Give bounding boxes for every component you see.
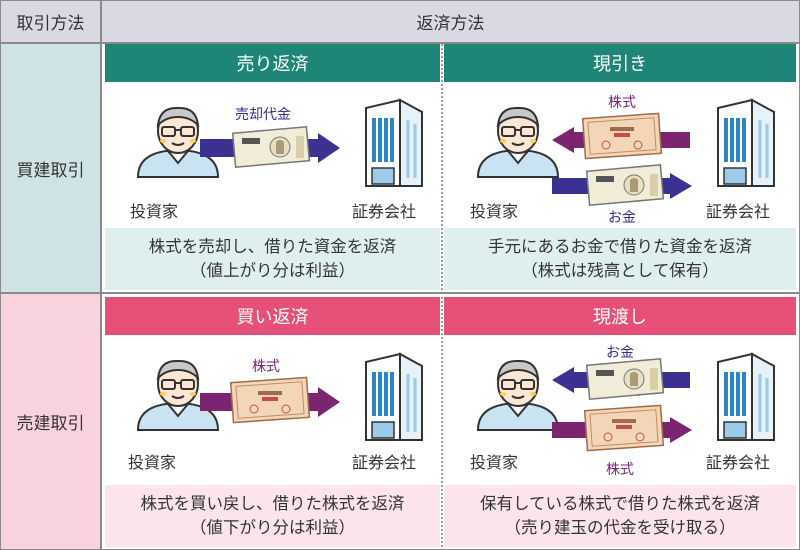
investor-label: 投資家 xyxy=(470,202,519,221)
header-method: 取引方法 xyxy=(1,1,100,42)
panel-delivery-give-title-text: 現渡し xyxy=(593,307,647,328)
panel-sell-repay-desc-line1: 株式を売却し、借りた資金を返済 xyxy=(148,237,397,256)
panel-delivery-give-title: 現渡し xyxy=(444,297,796,335)
panel-delivery-take-desc-line1: 手元にあるお金で借りた資金を返済 xyxy=(488,237,752,256)
panel-divider-top xyxy=(441,44,443,290)
panel-sell-repay-desc: 株式を売却し、借りた資金を返済 （値上がり分は利益） xyxy=(105,228,440,290)
stock-label: 株式 xyxy=(606,462,634,478)
company-label: 証券会社 xyxy=(706,453,771,472)
stock-certificate-icon xyxy=(583,404,665,452)
stock-certificate-icon xyxy=(229,376,311,424)
investor-label: 投資家 xyxy=(130,202,179,221)
stock-label: 株式 xyxy=(608,95,636,111)
header-repayment: 返済方法 xyxy=(102,1,799,42)
panel-delivery-take-desc: 手元にあるお金で借りた資金を返済 （株式は残高として保有） xyxy=(444,228,796,290)
money-label: お金 xyxy=(606,345,634,361)
panel-delivery-take: 現引き 手元にあるお金で借りた資金を返済 （株式は残高として保有） xyxy=(444,44,796,290)
panel-divider-bottom xyxy=(441,297,443,547)
panel-buy-repay-desc: 株式を買い戻し、借りた株式を返済 （値下がり分は利益） xyxy=(105,485,440,547)
panel-delivery-take-title-text: 現引き xyxy=(593,54,647,75)
panel-delivery-take-desc-line2: （株式は残高として保有） xyxy=(521,261,719,280)
row-label-buy-text: 買建取引 xyxy=(16,160,85,181)
stock-certificate-icon xyxy=(581,112,663,160)
investor-label: 投資家 xyxy=(128,453,177,472)
panel-sell-repay-title-text: 売り返済 xyxy=(236,54,309,75)
panel-buy-repay-desc-line1: 株式を買い戻し、借りた株式を返済 xyxy=(140,494,405,513)
building-icon xyxy=(364,352,424,442)
investor-label: 投資家 xyxy=(470,453,519,472)
building-icon xyxy=(716,98,776,188)
panel-delivery-give-desc: 保有している株式で借りた株式を返済 （売り建玉の代金を受け取る） xyxy=(444,485,796,547)
panel-delivery-give-desc-line1: 保有している株式で借りた株式を返済 xyxy=(479,494,760,513)
money-label: お金 xyxy=(608,210,636,226)
stock-label: 株式 xyxy=(252,359,280,375)
panel-sell-repay-title: 売り返済 xyxy=(105,44,440,82)
banknote-icon xyxy=(585,164,665,206)
panel-sell-repay-desc-line2: （値上がり分は利益） xyxy=(190,261,355,280)
company-label: 証券会社 xyxy=(706,202,771,221)
sale-proceeds-label: 売却代金 xyxy=(235,107,291,123)
panel-delivery-give-desc-line2: （売り建玉の代金を受け取る） xyxy=(504,518,736,537)
banknote-icon xyxy=(585,358,665,400)
banknote-icon xyxy=(231,126,311,168)
row-label-sell: 売建取引 xyxy=(1,294,100,549)
company-label: 証券会社 xyxy=(352,453,417,472)
company-label: 証券会社 xyxy=(352,202,417,221)
panel-buy-repay-title-text: 買い返済 xyxy=(236,307,309,328)
header-repayment-label: 返済方法 xyxy=(416,14,485,34)
panel-buy-repay-desc-line2: （値下がり分は利益） xyxy=(190,518,355,537)
header-method-label: 取引方法 xyxy=(16,14,85,34)
building-icon xyxy=(364,98,424,188)
panel-buy-repay-title: 買い返済 xyxy=(105,297,440,335)
panel-delivery-take-title: 現引き xyxy=(444,44,796,82)
row-label-sell-text: 売建取引 xyxy=(16,414,85,434)
row-label-buy: 買建取引 xyxy=(1,44,100,292)
building-icon xyxy=(716,352,776,442)
